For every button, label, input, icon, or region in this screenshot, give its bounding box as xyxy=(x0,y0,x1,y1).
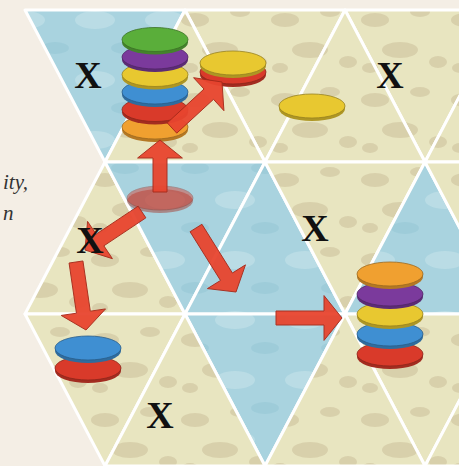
hex-tile xyxy=(265,314,425,466)
disc xyxy=(357,262,423,286)
hex-tile xyxy=(425,162,459,314)
disc xyxy=(279,94,345,118)
disc xyxy=(122,28,188,52)
tile-mark: X xyxy=(376,56,403,94)
tile-mark: X xyxy=(74,56,101,94)
move-arrow xyxy=(167,78,224,133)
hex-tile xyxy=(425,314,459,466)
disc xyxy=(55,336,121,360)
tile-mark: X xyxy=(301,209,328,247)
move-arrow xyxy=(138,140,183,192)
tile-mark: X xyxy=(146,396,173,434)
move-arrow xyxy=(190,224,245,292)
disc-stack xyxy=(357,262,423,369)
hex-tile xyxy=(265,10,425,162)
disc-stack xyxy=(55,336,121,383)
move-arrow xyxy=(276,296,342,341)
side-text: ity, xyxy=(3,172,28,193)
side-text: n xyxy=(3,203,14,224)
hex-tile xyxy=(105,314,265,466)
tile-mark: X xyxy=(76,221,103,259)
disc-stack xyxy=(279,94,345,121)
tile-grid xyxy=(25,10,459,466)
move-arrow xyxy=(61,261,105,330)
disc xyxy=(200,51,266,75)
hex-tile xyxy=(425,10,459,162)
move-arrows xyxy=(61,78,342,341)
hex-tile xyxy=(105,10,265,162)
